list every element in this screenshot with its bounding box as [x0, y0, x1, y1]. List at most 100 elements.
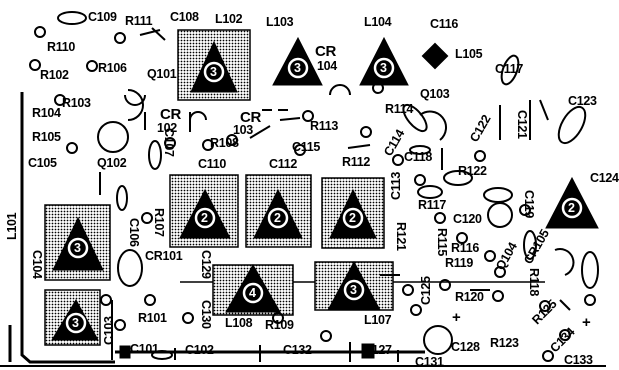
label-c120: C120	[453, 212, 482, 226]
label-c116: C116	[430, 17, 458, 31]
label-r103: R103	[62, 96, 91, 110]
l106-number: 3	[72, 316, 79, 330]
l104-triangle	[359, 36, 409, 86]
l103-triangle	[272, 36, 323, 86]
label-c130: C130	[199, 300, 213, 329]
label-r107: R107	[152, 208, 166, 237]
label-r120: R120	[455, 290, 484, 304]
l108-number: 4	[249, 286, 256, 300]
label-r113: R113	[310, 119, 338, 133]
label-r117: R117	[418, 198, 446, 212]
label-c121: C121	[515, 110, 529, 139]
label-c129: C129	[199, 250, 213, 279]
l111-triangle	[253, 188, 303, 239]
label-l102: L102	[215, 12, 243, 26]
label-c102: C102	[185, 343, 214, 357]
label-c119: C119	[522, 190, 536, 218]
label-r115: R115	[435, 228, 449, 256]
label-cr102-a: CR	[160, 106, 182, 123]
label-c125: C125	[419, 276, 433, 305]
label-c133: C133	[564, 353, 593, 367]
label-r109: R109	[265, 318, 294, 332]
l104-number: 3	[380, 61, 387, 75]
label-plus-2: +	[582, 314, 591, 331]
l110-number: 2	[201, 211, 208, 225]
l112-number: 2	[349, 211, 356, 225]
label-c112: C112	[269, 157, 297, 171]
label-l103: L103	[266, 15, 294, 29]
l112-triangle	[329, 188, 377, 239]
label-cr103-b: 103	[233, 123, 253, 137]
transformer-symbols	[51, 36, 599, 359]
l107-triangle	[327, 260, 381, 311]
transformer-circles	[65, 57, 583, 334]
l101-triangle	[52, 216, 104, 271]
label-c108: C108	[170, 10, 199, 24]
label-l104: L104	[364, 15, 392, 29]
label-c117: C117	[495, 62, 523, 76]
l102-triangle	[190, 40, 238, 93]
label-c127: C127	[363, 343, 392, 357]
l106-triangle	[51, 298, 99, 341]
l111-number: 2	[274, 211, 281, 225]
label-r119: R119	[445, 256, 473, 270]
label-c105: C105	[28, 156, 57, 170]
l105-core	[421, 42, 449, 70]
label-c109: C109	[88, 10, 117, 24]
label-c115: C115	[292, 140, 320, 154]
label-cr104-a: CR	[315, 43, 337, 60]
label-c101: C101	[130, 342, 159, 356]
label-c123: C123	[568, 94, 597, 108]
label-cr104-b: 104	[317, 59, 337, 73]
label-c106: C106	[127, 218, 141, 247]
l102-number: 3	[210, 65, 217, 79]
l101-number: 3	[74, 241, 81, 255]
label-r111: R111	[125, 14, 153, 28]
label-q101: Q101	[147, 67, 177, 81]
label-c128: C128	[451, 340, 480, 354]
label-r116: R116	[451, 241, 479, 255]
label-c110: C110	[198, 157, 226, 171]
label-r105: R105	[32, 130, 61, 144]
l103-number: 3	[294, 61, 301, 75]
l124-number: 2	[568, 201, 575, 215]
label-r101: R101	[138, 311, 167, 325]
label-r121: R121	[394, 222, 408, 251]
label-l107: L107	[364, 313, 392, 327]
label-r122: R122	[458, 164, 487, 178]
pcb-layout-diagram: C109 R111 C108 L102 L103 L104 C116 R110 …	[0, 10, 619, 369]
label-c104: C104	[30, 250, 44, 279]
label-cr102-b: 102	[157, 121, 177, 135]
label-plus-1: +	[452, 309, 461, 326]
label-r102: R102	[40, 68, 69, 82]
label-q103: Q103	[420, 87, 450, 101]
label-c131: C131	[415, 355, 444, 369]
label-c118: C118	[404, 150, 432, 164]
l124-triangle	[545, 176, 599, 229]
label-r110: R110	[47, 40, 75, 54]
label-cr101: CR101	[145, 249, 183, 263]
label-l105: L105	[455, 47, 483, 61]
components	[29, 11, 599, 362]
l110-triangle	[179, 188, 231, 239]
label-l101: L101	[5, 212, 19, 240]
label-c132: C132	[283, 343, 312, 357]
label-r106: R106	[98, 61, 127, 75]
label-q102: Q102	[97, 156, 127, 170]
label-r108: R108	[210, 136, 239, 150]
label-r123: R123	[490, 336, 519, 350]
label-r118: R118	[527, 268, 541, 296]
label-l108: L108	[225, 316, 253, 330]
c127-block	[361, 343, 375, 359]
label-c107: C107	[162, 128, 176, 157]
label-c124: C124	[590, 171, 619, 185]
l107-number: 3	[350, 283, 357, 297]
label-r104: R104	[32, 106, 61, 120]
label-r112: R112	[342, 155, 370, 169]
label-cr103-a: CR	[240, 109, 262, 126]
label-c113: C113	[389, 172, 403, 200]
c101-block	[119, 345, 131, 359]
label-c103: C103	[102, 316, 116, 345]
l108-triangle	[225, 263, 281, 313]
label-r114: R114	[385, 102, 413, 116]
